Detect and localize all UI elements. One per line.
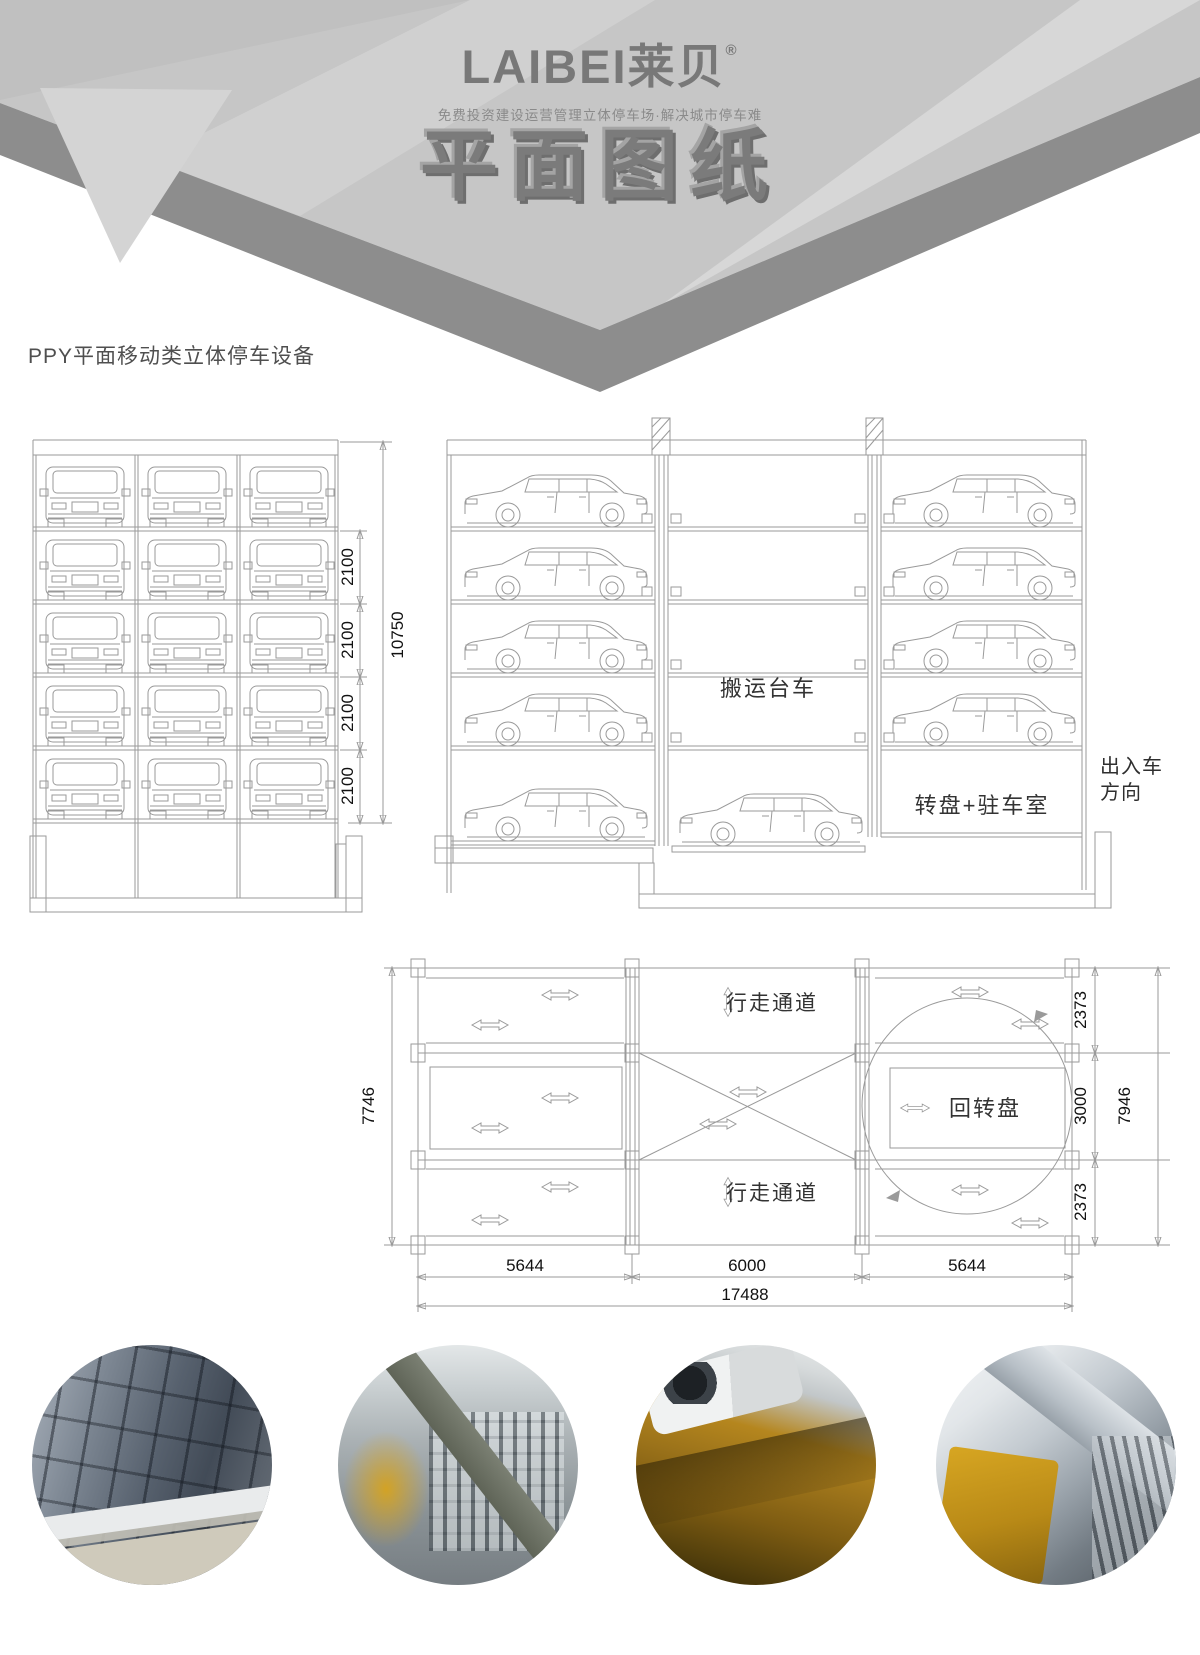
dim-total-height: 10750 xyxy=(388,611,407,658)
dim-plan-bottom-right: 5644 xyxy=(948,1256,986,1275)
dim-level-4: 2100 xyxy=(338,767,357,805)
entry-exit-line1: 出入车 xyxy=(1100,756,1163,778)
registered-trademark-icon: ® xyxy=(725,42,739,59)
header-banner-graphic xyxy=(0,0,1200,392)
pit-floor xyxy=(29,897,363,913)
car-side-icon xyxy=(892,620,1076,674)
dim-level-2: 2100 xyxy=(338,621,357,659)
pit-profile xyxy=(434,831,1112,909)
car-side-icon xyxy=(892,693,1076,747)
car-side-icon xyxy=(464,547,648,601)
car-rear-icon xyxy=(141,539,233,601)
car-rear-icon xyxy=(243,539,335,601)
car-side-icon xyxy=(464,474,648,528)
car-rear-icon xyxy=(39,612,131,674)
dim-plan-bottom-middle: 6000 xyxy=(728,1256,766,1275)
car-side-icon xyxy=(679,793,863,847)
dim-plan-left-total: 7746 xyxy=(359,1087,378,1125)
dim-plan-right-total: 7946 xyxy=(1115,1087,1134,1125)
car-rear-icon xyxy=(243,612,335,674)
car-side-icon xyxy=(464,620,648,674)
car-rear-icon xyxy=(141,685,233,747)
car-side-icon xyxy=(464,788,648,842)
rotation-arrow-icon xyxy=(886,1190,900,1202)
dim-plan-bottom-total: 17488 xyxy=(721,1285,768,1304)
photo-steel-structure-interior xyxy=(338,1345,578,1585)
aisle-label-top: 行走通道 xyxy=(726,992,818,1015)
car-side-icon xyxy=(892,474,1076,528)
entry-exit-direction-label: 出入车 方向 xyxy=(1100,754,1163,806)
dim-plan-right-middle: 3000 xyxy=(1071,1087,1090,1125)
brand-tagline: 免费投资建设运营管理立体停车场·解决城市停车难 xyxy=(437,108,763,123)
section-heading: PPY平面移动类立体停车设备 xyxy=(28,345,316,368)
turntable-room-label: 转盘+驻车室 xyxy=(915,793,1050,818)
rotation-arrow-icon xyxy=(1034,1010,1048,1022)
car-side-icon xyxy=(464,693,648,747)
car-rear-icon xyxy=(243,758,335,820)
car-side-icon xyxy=(892,547,1076,601)
entry-exit-line2: 方向 xyxy=(1100,782,1142,804)
car-rear-icon xyxy=(243,466,335,528)
turntable-circle xyxy=(861,997,1073,1215)
page-title: 平面图纸 xyxy=(419,122,780,210)
pit-wall-left xyxy=(29,835,47,913)
dim-plan-right-bottom: 2373 xyxy=(1071,1183,1090,1221)
dim-level-3: 2100 xyxy=(338,694,357,732)
car-rear-icon xyxy=(141,612,233,674)
plan-view-drawing: 行走通道 行走通道 回转盘 7746 2373 3000 2373 7946 5… xyxy=(359,958,1170,1312)
turntable-label: 回转盘 xyxy=(949,1096,1021,1121)
car-rear-icon xyxy=(141,466,233,528)
dim-plan-bottom-left: 5644 xyxy=(506,1256,544,1275)
aisle-label-bottom: 行走通道 xyxy=(726,1182,818,1205)
pit-wall-right xyxy=(345,835,363,913)
brand-name: LAIBEI莱贝 xyxy=(461,40,726,93)
photo-parking-tower-facade xyxy=(32,1345,272,1585)
car-rear-icon xyxy=(243,685,335,747)
side-elevation-drawing: 搬运台车 转盘+驻车室 xyxy=(434,417,1112,909)
dim-plan-right-top: 2373 xyxy=(1071,991,1090,1029)
car-rear-icon xyxy=(39,466,131,528)
car-rear-icon xyxy=(39,758,131,820)
car-rear-icon xyxy=(39,539,131,601)
car-rear-icon xyxy=(141,758,233,820)
dim-level-1: 2100 xyxy=(338,548,357,586)
brand-logo: LAIBEI莱贝® xyxy=(300,28,900,97)
front-elevation-drawing: 2100 2100 2100 2100 10750 xyxy=(29,439,407,913)
transfer-trolley-label: 搬运台车 xyxy=(720,676,816,701)
photo-steel-beams-and-lift xyxy=(936,1345,1176,1585)
car-rear-icon xyxy=(39,685,131,747)
photo-trolley-underside-with-car xyxy=(636,1345,876,1585)
